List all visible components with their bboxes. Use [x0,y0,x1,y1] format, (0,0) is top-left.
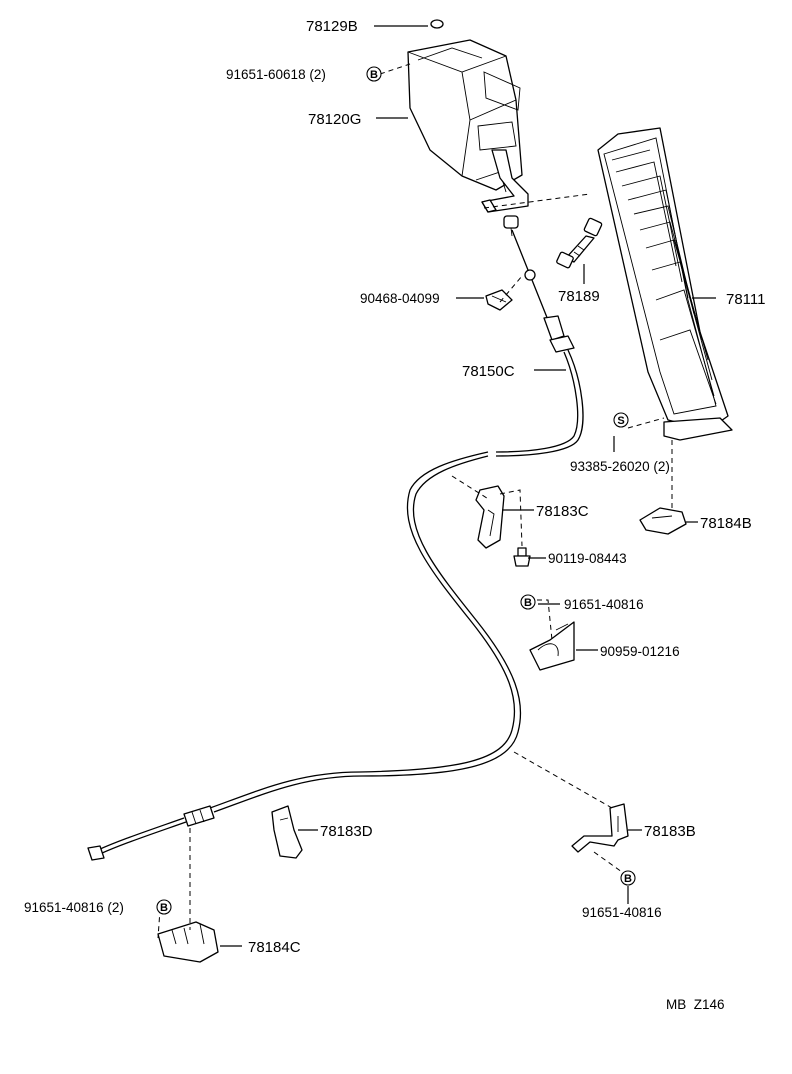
label-78184C: 78184C [248,939,301,956]
svg-text:B: B [160,902,168,914]
bolt-marker-3: B [156,899,172,915]
svg-text:B: B [370,69,378,81]
label-90959-01216: 90959-01216 [600,644,680,659]
label-78183D: 78183D [320,823,373,840]
label-78150C: 78150C [462,363,515,380]
accelerator-cable [87,229,584,861]
label-78183B: 78183B [644,823,696,840]
pedal-bracket-assembly [407,19,529,237]
stopper-bolt [556,217,603,269]
screw-marker: S [613,412,629,428]
bolt-90119 [513,547,531,567]
clamp [529,621,575,671]
bolt-marker-1: B [366,66,382,82]
svg-text:B: B [624,873,632,885]
svg-text:B: B [524,597,532,609]
bolt-marker-4: B [620,870,636,886]
label-78111: 78111 [726,291,766,308]
label-78189: 78189 [558,288,600,305]
bracket-78183C [475,485,505,549]
label-78183C: 78183C [536,503,589,520]
bracket-78184B [639,507,687,535]
label-91651-40816-b: 91651-40816 (2) [24,900,124,915]
label-90468-04099: 90468-04099 [360,291,440,306]
leader-lines [220,25,716,947]
bracket-78183B [571,803,629,853]
label-91651-40816-a: 91651-40816 [564,597,644,612]
diagram-code: MB Z146 [666,997,725,1012]
label-91651-40816-c: 91651-40816 [582,905,662,920]
label-93385-26020: 93385-26020 (2) [570,459,670,474]
bolt-marker-2: B [520,594,536,610]
svg-text:S: S [617,415,624,427]
label-78184B: 78184B [700,515,752,532]
bracket-78183D [271,805,303,859]
label-78129B: 78129B [306,18,358,35]
label-78120G: 78120G [308,111,361,128]
reference-lines [157,63,673,939]
label-90119-08443: 90119-08443 [548,551,627,566]
clip [485,289,513,311]
label-91651-60618: 91651-60618 (2) [226,67,326,82]
bracket-78184C [157,921,219,963]
accelerator-pedal [597,127,733,441]
